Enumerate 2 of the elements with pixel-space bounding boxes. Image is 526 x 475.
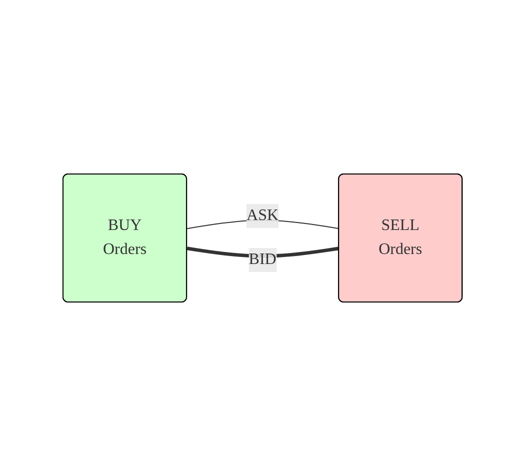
edge-label: ASK: [246, 206, 279, 224]
edge-label: BID: [249, 250, 277, 268]
